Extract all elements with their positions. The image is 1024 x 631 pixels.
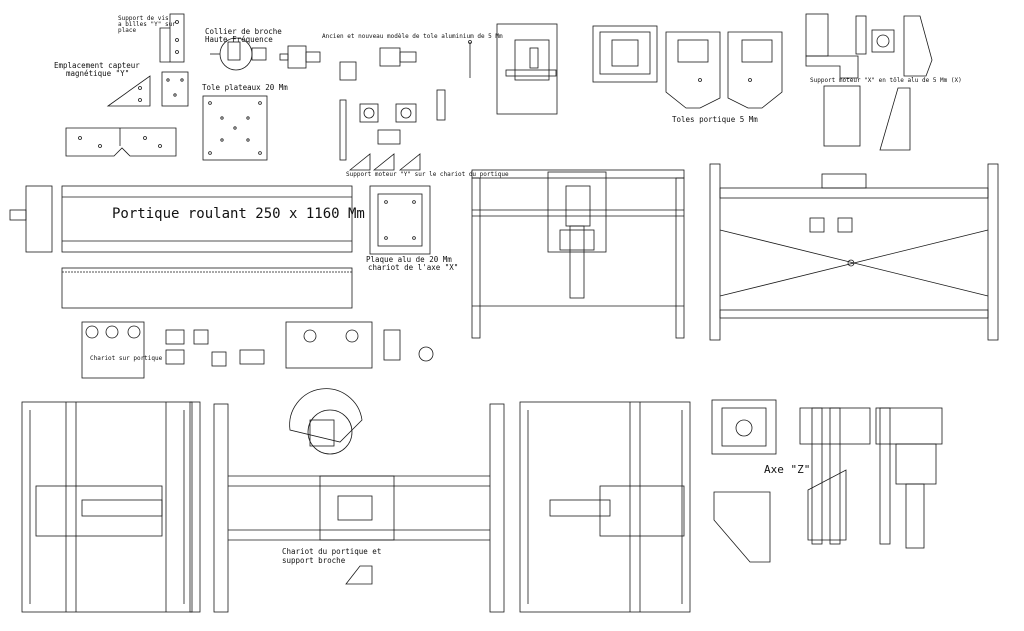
collier-broche-part: [210, 37, 267, 71]
label-chariot-portique: Chariot du portique et: [282, 547, 382, 556]
label-collier: Collier de broche: [205, 27, 282, 36]
label-support-moteur-x: Support moteur "X" en tôle alu de 5 Mm (…: [810, 77, 962, 84]
toles-portique-parts: [665, 31, 783, 109]
plan-view-left: [21, 401, 201, 613]
label-support-vis-2: a billes "Y" sur: [118, 21, 176, 28]
plan-view-right: [519, 401, 691, 613]
gantry-side-view: [709, 163, 999, 341]
label-support-moteur-y: Support moteur "Y" sur le chariot du por…: [346, 171, 509, 178]
label-chariot-axe-x: chariot de l'axe "X": [368, 263, 459, 272]
label-support-vis: Support de vis: [118, 15, 169, 22]
capteur-plate: [65, 127, 177, 157]
gantry-front-view: [471, 169, 685, 339]
label-tole-plateaux: Tole plateaux 20 Mm: [202, 83, 288, 92]
small-block-top: [279, 45, 321, 69]
portique-roulant-view: [9, 185, 353, 309]
label-axe-z: Axe "Z": [764, 463, 811, 476]
axe-z-views: [711, 399, 943, 563]
chariot-assembly-top: [496, 23, 658, 115]
label-capteur: Emplacement capteur: [54, 61, 140, 70]
label-plaque-alu: Plaque alu de 20 Mm: [366, 255, 452, 264]
label-toles-portique: Toles portique 5 Mm: [672, 115, 758, 124]
label-chariot-sur-portique: Chariot sur portique: [90, 355, 163, 362]
chariot-portique-view: [213, 388, 505, 613]
label-support-vis-3: place: [118, 27, 137, 34]
label-support-broche: support broche: [282, 556, 346, 565]
plaque-alu-view: [369, 185, 431, 255]
tole-plateau-part: [202, 95, 268, 161]
vis-support-part: [159, 13, 185, 63]
label-ancien-nouveau: Ancien et nouveau modèle de tole alumini…: [322, 33, 503, 40]
support-moteur-x-parts: [805, 13, 933, 151]
label-capteur-2: magnétique "Y": [66, 69, 130, 78]
capteur-bracket: [106, 71, 189, 107]
tole-alu-parts: [339, 40, 472, 171]
label-collier-2: Haute Fréquence: [205, 35, 273, 44]
label-portique-roulant: Portique roulant 250 x 1160 Mm: [112, 206, 365, 222]
chariot-parts-row: [81, 321, 434, 379]
